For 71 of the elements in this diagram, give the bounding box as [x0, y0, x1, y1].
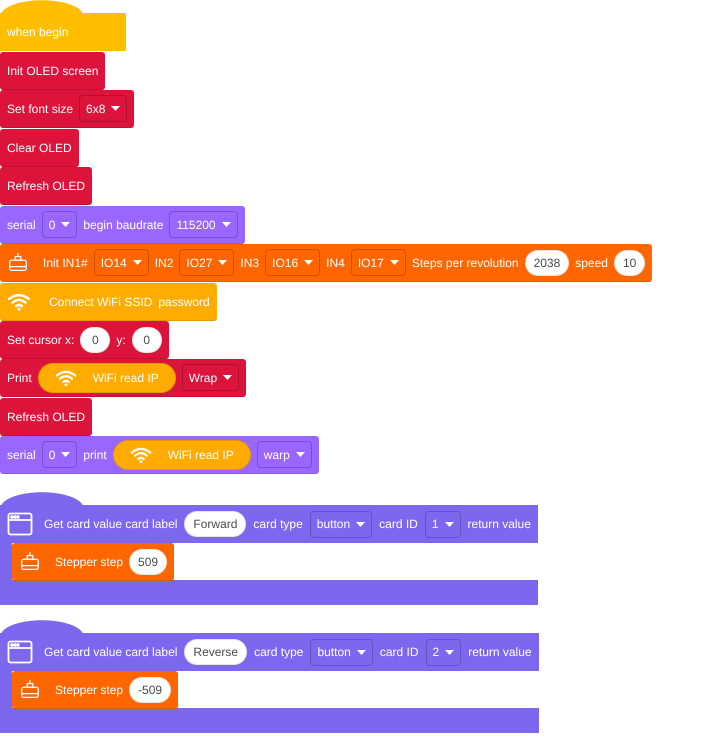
dropdown-field: IO27: [179, 249, 234, 276]
block-label: Init OLED screen: [7, 62, 98, 80]
command-block: [0, 167, 92, 205]
command-block: [0, 283, 217, 321]
block-label: Stepper step: [55, 682, 124, 698]
command-block: [0, 398, 92, 436]
block-label: Set cursor x:: [7, 332, 74, 348]
block-label: when begin: [7, 24, 68, 41]
block-label: IN3: [240, 254, 260, 272]
input-field: 10: [614, 250, 646, 276]
input-field: 509: [129, 548, 168, 574]
block-label: card type: [253, 516, 303, 533]
command-block: [0, 244, 652, 282]
block-label: print: [83, 446, 107, 464]
block-label: Stepper step: [55, 554, 124, 570]
block-label: serial: [7, 446, 36, 464]
block-label: Init IN1#: [43, 254, 88, 272]
block-label: IN4: [326, 254, 345, 272]
input-field: 0: [132, 326, 162, 352]
reporter-block: WiFi read IP: [38, 362, 176, 392]
command-block: [0, 52, 106, 90]
dropdown-field: IO16: [265, 249, 320, 276]
command-block: [0, 90, 134, 128]
block-label: card ID: [380, 644, 419, 661]
dropdown-field: 0: [42, 211, 78, 238]
dropdown-field: Wrap: [182, 364, 240, 391]
block-label: Refresh OLED: [7, 408, 86, 426]
reporter-block: WiFi read IP: [112, 440, 251, 470]
input-field: -509: [129, 676, 172, 702]
command-block: [0, 359, 246, 397]
command-block: [0, 206, 245, 244]
input-field: Forward: [184, 511, 246, 537]
block-label: Get card value card label: [44, 644, 178, 661]
dropdown-field: IO14: [94, 249, 149, 276]
block-label: serial: [7, 216, 36, 234]
dropdown-field: 0: [42, 441, 78, 468]
event-c-block: [0, 620, 539, 733]
dropdown-field: 6x8: [79, 95, 128, 122]
event-hat-block: [0, 0, 126, 51]
block-label: Refresh OLED: [7, 178, 86, 194]
dropdown-field: warp: [256, 441, 312, 468]
block-label: Get card value card label: [44, 516, 178, 533]
block-label: IN2: [154, 254, 174, 272]
command-block: [12, 543, 174, 581]
command-block: [12, 671, 178, 709]
block-label: card type: [254, 644, 304, 661]
dropdown-field: 2: [426, 638, 462, 666]
dropdown-field: 1: [424, 510, 461, 538]
dropdown-field: IO17: [350, 249, 406, 276]
input-field: Reverse: [184, 639, 248, 665]
block-label: y:: [116, 332, 126, 348]
dropdown-field: 115200: [169, 211, 238, 238]
block-label: Set font size: [7, 100, 74, 118]
input-field: 2038: [524, 250, 570, 276]
block-label: Print: [7, 370, 32, 386]
dropdown-field: button: [310, 638, 373, 666]
block-label: Clear OLED: [7, 140, 72, 156]
block-label: Connect WiFi SSID: [49, 294, 152, 310]
block-label: card ID: [379, 516, 418, 533]
dropdown-field: button: [310, 510, 372, 538]
block-label: return value: [468, 516, 531, 533]
block-label: return value: [468, 644, 532, 661]
block-label: password: [158, 294, 210, 310]
block-label: Steps per revolution: [412, 254, 519, 272]
command-block: [0, 129, 79, 167]
command-block: [0, 436, 319, 474]
event-c-block: [0, 492, 538, 605]
block-label: begin baudrate: [83, 216, 164, 234]
block-label: speed: [575, 254, 608, 272]
input-field: 0: [80, 326, 110, 352]
command-block: [0, 321, 169, 359]
